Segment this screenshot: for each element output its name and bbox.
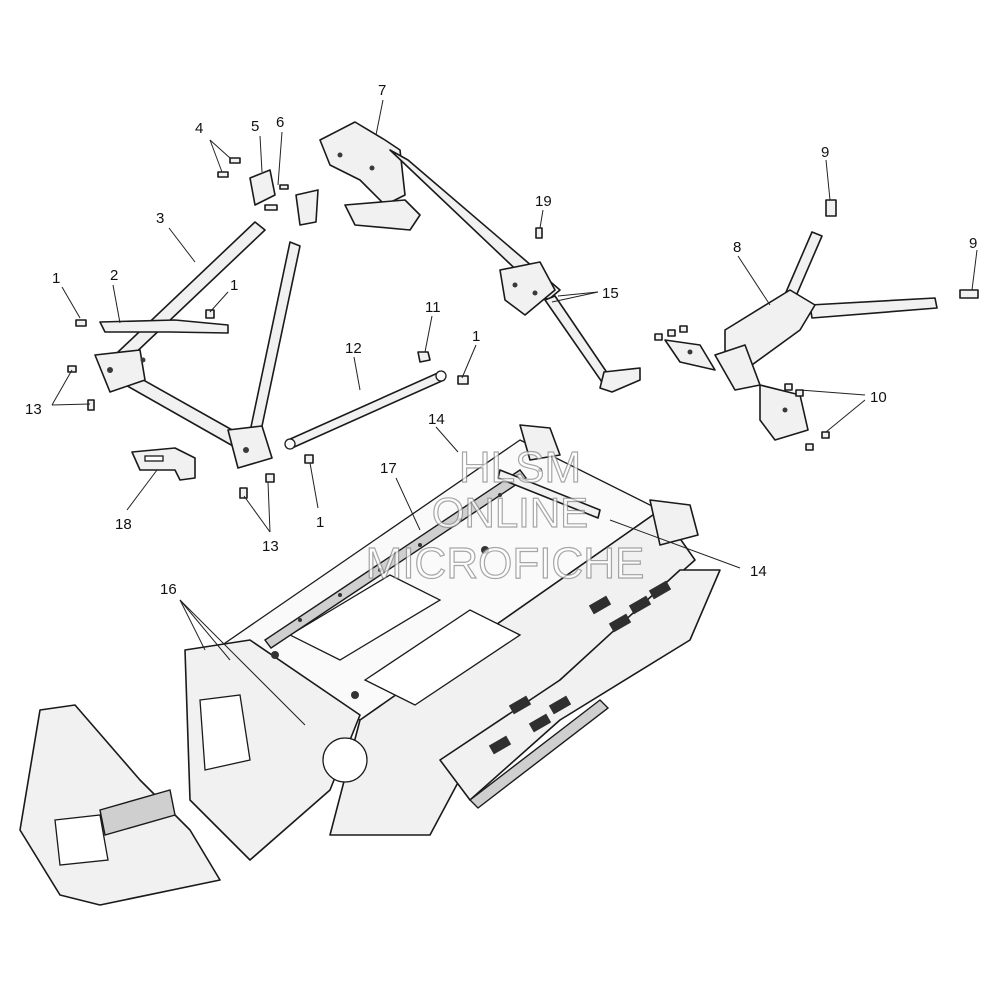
- part-2-bracket: [99, 319, 229, 334]
- callout-15: 15: [602, 285, 619, 302]
- callout-13: 13: [262, 538, 279, 555]
- callout-7: 7: [378, 82, 386, 99]
- callout-13: 13: [25, 401, 42, 418]
- watermark-line-2: ONLINE: [432, 489, 588, 536]
- hardware-4-5-6: [217, 157, 319, 226]
- callouts: 1 2 3 1 4 5 6 7 19 15 9 9 8 10 11 1 12 1…: [25, 82, 977, 598]
- callout-1: 1: [52, 270, 60, 287]
- leader-lines: [51, 99, 978, 726]
- part-18-bracket: [131, 447, 196, 481]
- callout-1: 1: [230, 277, 238, 294]
- part-3-front-frame: [94, 221, 301, 469]
- callout-10: 10: [870, 389, 887, 406]
- part-17-chassis: [19, 424, 721, 906]
- hardware-11-1: [67, 309, 469, 499]
- callout-11: 11: [425, 299, 441, 316]
- callout-8: 8: [733, 239, 741, 256]
- part-19-bolt: [535, 227, 543, 239]
- callout-4: 4: [195, 120, 203, 137]
- callout-1: 1: [472, 328, 480, 345]
- callout-17: 17: [380, 460, 397, 477]
- part-12-rod: [284, 370, 447, 450]
- callout-1: 1: [316, 514, 324, 531]
- callout-14: 14: [428, 411, 445, 428]
- watermark-line-1: HLSM: [459, 443, 581, 492]
- callout-18: 18: [115, 516, 132, 533]
- watermark: HLSM ONLINE MICROFICHE: [365, 442, 645, 588]
- watermark-line-3: MICROFICHE: [366, 539, 645, 588]
- callout-19: 19: [535, 193, 552, 210]
- callout-2: 2: [110, 267, 118, 284]
- callout-3: 3: [156, 210, 164, 227]
- callout-12: 12: [345, 340, 362, 357]
- part-9-bolts: [825, 199, 979, 299]
- part-8-steering-assembly: [664, 231, 938, 441]
- part-7-steering-post: [319, 121, 641, 393]
- callout-16: 16: [160, 581, 177, 598]
- callout-5: 5: [251, 118, 259, 135]
- callout-14: 14: [750, 563, 767, 580]
- callout-6: 6: [276, 114, 284, 131]
- callout-9: 9: [821, 144, 829, 161]
- callout-9: 9: [969, 235, 977, 252]
- part-10-hardware: [654, 325, 830, 451]
